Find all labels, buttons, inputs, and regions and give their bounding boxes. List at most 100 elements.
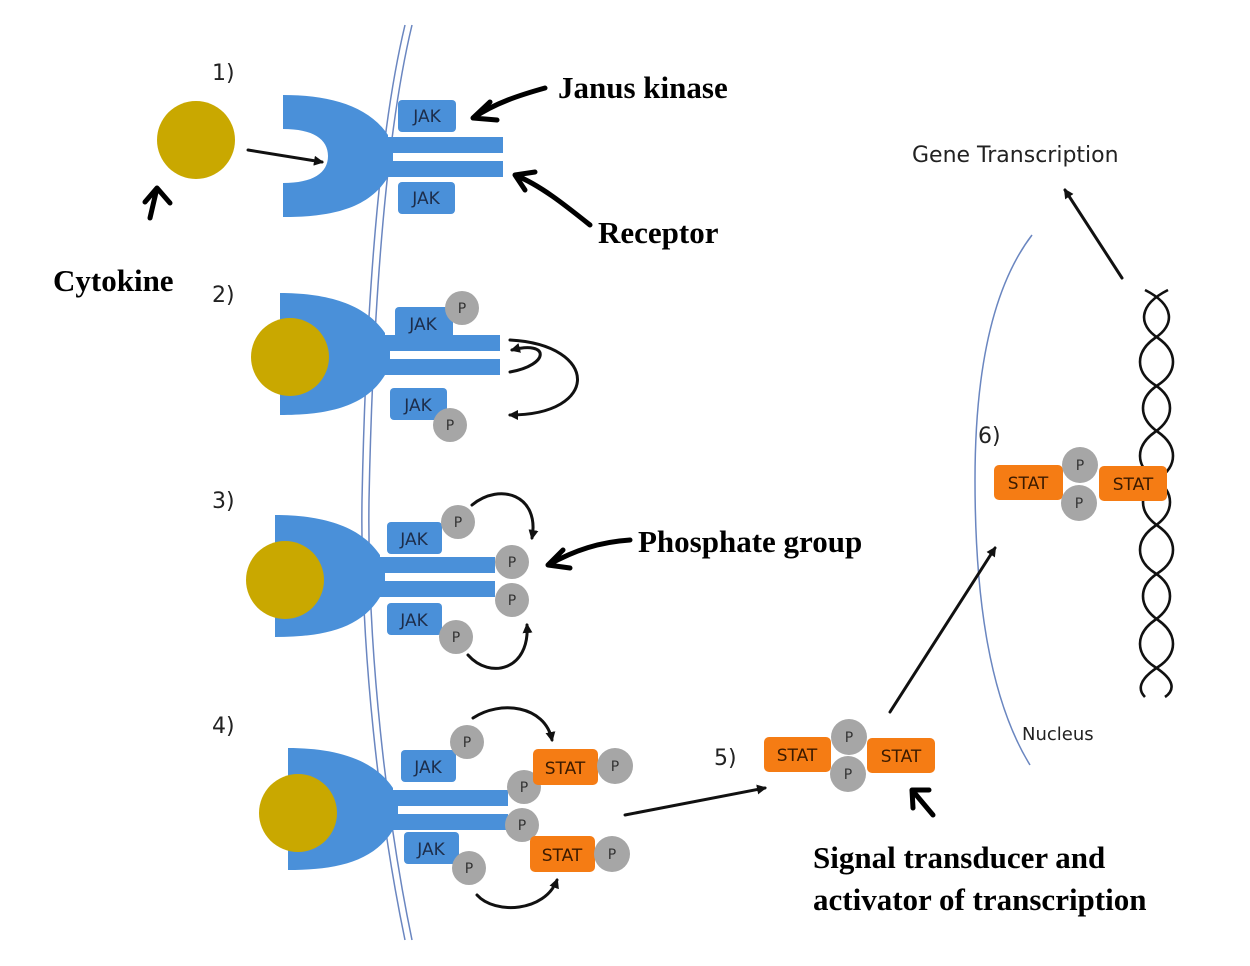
receptor-phosphate: P xyxy=(505,808,539,842)
phosphorylation-arrow xyxy=(466,623,533,670)
dimerization-arrow xyxy=(623,784,767,817)
jak-bottom: JAK xyxy=(390,388,447,420)
step-5: 5) STAT P P STAT xyxy=(714,546,997,792)
svg-text:P: P xyxy=(463,735,471,751)
svg-text:JAK: JAK xyxy=(412,107,441,127)
cytokine xyxy=(259,774,337,852)
step-label: 6) xyxy=(978,424,1001,449)
gene-transcription-label: Gene Transcription xyxy=(912,143,1119,168)
phosphate: P xyxy=(445,291,479,325)
stat-label-line2: activator of transcription xyxy=(813,882,1146,917)
stat-dimer-left: STAT xyxy=(764,737,831,772)
svg-text:STAT: STAT xyxy=(1113,475,1154,495)
receptor-phosphate: P xyxy=(495,545,529,579)
stat-dimer-left: STAT xyxy=(994,465,1063,500)
jak-top: JAK xyxy=(398,100,456,132)
receptor-phosphate: P xyxy=(507,770,541,804)
stat-dimer-right: STAT xyxy=(867,738,935,773)
svg-text:P: P xyxy=(520,780,528,796)
jak-bottom: JAK xyxy=(387,603,442,635)
step-label: 2) xyxy=(212,283,235,308)
svg-text:JAK: JAK xyxy=(416,840,445,860)
svg-text:P: P xyxy=(611,759,619,775)
svg-text:JAK: JAK xyxy=(399,611,428,631)
janus-kinase-pointer xyxy=(470,85,548,123)
svg-text:STAT: STAT xyxy=(542,846,583,866)
svg-text:JAK: JAK xyxy=(411,189,440,209)
phosphate: P xyxy=(450,725,484,759)
step-1: 1) JAK JAK xyxy=(157,61,503,217)
cytokine xyxy=(251,318,329,396)
cytokine xyxy=(246,541,324,619)
step-4: 4) JAK P JAK P P P STAT xyxy=(212,706,767,909)
phosphorylation-arrow xyxy=(475,878,559,909)
transcription-arrow xyxy=(1063,188,1124,280)
cytokine-label: Cytokine xyxy=(53,263,174,298)
cytokine-pointer xyxy=(142,185,173,221)
step-3: 3) JAK P JAK P P P xyxy=(212,489,539,670)
phosphorylation-arrow xyxy=(470,492,539,540)
phosphate-group-label: Phosphate group xyxy=(638,524,862,559)
receptor xyxy=(283,95,503,217)
jak-bottom: JAK xyxy=(404,832,459,864)
receptor-phosphate: P xyxy=(495,583,529,617)
stat-dimer-right: STAT xyxy=(1099,466,1167,501)
trans-phosphorylation-arrow xyxy=(508,343,542,374)
jak-top: JAK xyxy=(401,750,456,782)
jak-top: JAK xyxy=(395,307,453,339)
nucleus-membrane xyxy=(974,234,1033,766)
phosphate: P xyxy=(1061,485,1097,521)
svg-text:STAT: STAT xyxy=(1008,474,1049,494)
stat-bottom: STAT xyxy=(530,836,595,872)
stat-pointer xyxy=(909,787,936,818)
cytokine xyxy=(157,101,235,179)
svg-text:JAK: JAK xyxy=(413,758,442,778)
stat-label-line1: Signal transducer and xyxy=(813,840,1105,875)
svg-text:JAK: JAK xyxy=(399,530,428,550)
phosphate: P xyxy=(439,620,473,654)
phosphate: P xyxy=(441,505,475,539)
svg-text:JAK: JAK xyxy=(403,396,432,416)
step-label: 5) xyxy=(714,746,737,771)
svg-text:STAT: STAT xyxy=(881,747,922,767)
translocation-arrow xyxy=(888,546,997,714)
stat-phosphate: P xyxy=(597,748,633,784)
step-2: 2) JAK P JAK P xyxy=(212,283,579,442)
svg-text:P: P xyxy=(458,301,466,317)
phosphate: P xyxy=(830,756,866,792)
jak-bottom: JAK xyxy=(398,182,455,214)
step-label: 4) xyxy=(212,714,235,739)
svg-text:P: P xyxy=(1076,458,1084,474)
svg-text:P: P xyxy=(845,730,853,746)
svg-text:P: P xyxy=(844,767,852,783)
receptor-pointer xyxy=(512,169,593,228)
svg-text:JAK: JAK xyxy=(408,315,437,335)
svg-text:P: P xyxy=(508,593,516,609)
step-label: 3) xyxy=(212,489,235,514)
svg-text:P: P xyxy=(465,861,473,877)
svg-text:STAT: STAT xyxy=(777,746,818,766)
phosphate: P xyxy=(831,719,867,755)
step-label: 1) xyxy=(212,61,235,86)
step-6: 6) STAT P P STAT xyxy=(978,188,1175,699)
phosphate: P xyxy=(1062,447,1098,483)
phosphate: P xyxy=(452,851,486,885)
nucleus-label: Nucleus xyxy=(1022,724,1094,745)
svg-text:STAT: STAT xyxy=(545,759,586,779)
jak-top: JAK xyxy=(387,522,442,554)
svg-text:P: P xyxy=(454,515,462,531)
svg-text:P: P xyxy=(508,555,516,571)
svg-text:P: P xyxy=(446,418,454,434)
phosphate: P xyxy=(433,408,467,442)
binding-arrow xyxy=(246,148,324,166)
stat-top: STAT xyxy=(533,749,598,785)
svg-text:P: P xyxy=(452,630,460,646)
stat-phosphate: P xyxy=(594,836,630,872)
janus-kinase-label: Janus kinase xyxy=(558,70,728,105)
svg-text:P: P xyxy=(608,847,616,863)
trans-phosphorylation-arrow xyxy=(508,338,579,420)
phosphorylation-arrow xyxy=(471,706,556,742)
svg-text:P: P xyxy=(1075,496,1083,512)
svg-text:P: P xyxy=(518,818,526,834)
